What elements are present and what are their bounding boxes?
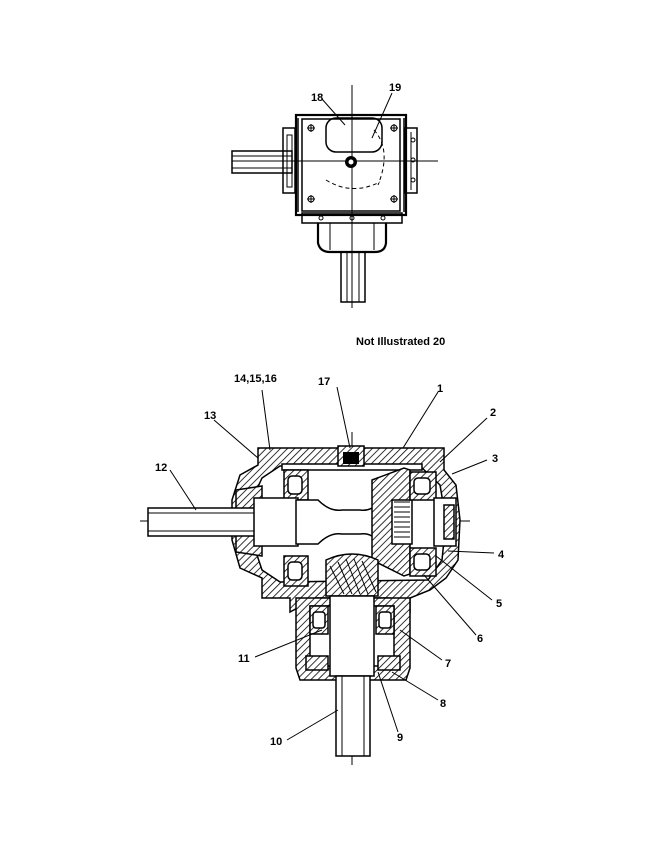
callout-6: 6: [477, 633, 483, 645]
leader-6: [423, 574, 477, 636]
callout-7: 7: [445, 658, 451, 670]
callout-17: 17: [318, 376, 330, 388]
leader-5: [435, 555, 493, 601]
top-view-drawing: [231, 85, 438, 308]
leader-18: [321, 98, 346, 126]
leader-17: [336, 386, 351, 449]
callout-2: 2: [490, 407, 496, 419]
callout-10: 10: [270, 736, 282, 748]
leader-4: [447, 550, 495, 554]
callout-1: 1: [437, 383, 443, 395]
leader-2: [439, 417, 488, 463]
leader-1: [402, 391, 439, 449]
section-view-drawing: [140, 432, 470, 765]
leader-14-15-16: [261, 389, 271, 451]
leader-19: [371, 92, 393, 139]
callout-19: 19: [389, 82, 401, 94]
callout-18: 18: [311, 92, 323, 104]
leader-8: [391, 671, 439, 701]
leader-7: [399, 629, 443, 661]
callout-12: 12: [155, 462, 167, 474]
leader-13: [213, 419, 259, 459]
callout-4: 4: [498, 549, 505, 561]
callout-14-15-16: 14,15,16: [234, 373, 277, 385]
leader-10: [286, 709, 339, 741]
callout-8: 8: [440, 698, 446, 710]
callout-3: 3: [492, 453, 498, 465]
callout-5: 5: [496, 598, 502, 610]
leader-3: [451, 459, 488, 475]
callout-9: 9: [397, 732, 403, 744]
leader-11: [254, 629, 323, 658]
callout-11: 11: [238, 653, 250, 665]
leader-12: [169, 469, 197, 511]
not-illustrated-note: Not Illustrated 20: [356, 336, 445, 348]
callout-13: 13: [204, 410, 216, 422]
leader-9: [377, 671, 399, 733]
